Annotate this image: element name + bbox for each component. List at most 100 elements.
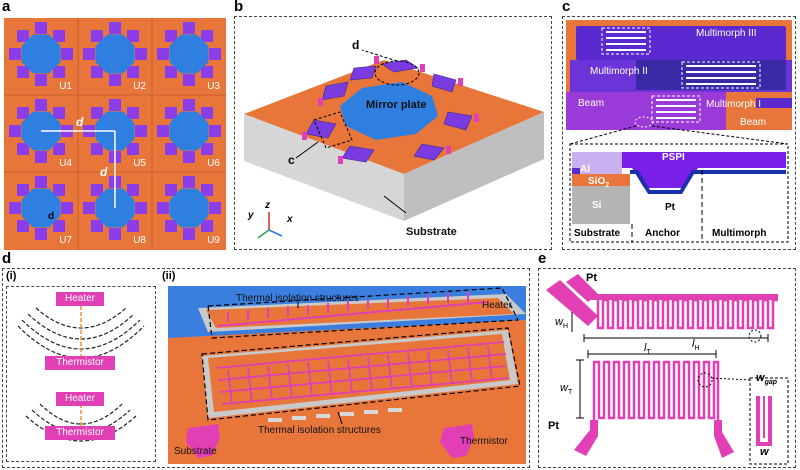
actuator-mark bbox=[109, 228, 121, 240]
actuator-mark bbox=[201, 143, 213, 155]
mirror-unit: U2 bbox=[83, 22, 147, 92]
beam-label-right: Beam bbox=[740, 117, 767, 128]
axis-x-label: x bbox=[287, 214, 293, 225]
actuator-mark bbox=[17, 220, 29, 232]
actuator-mark bbox=[91, 220, 103, 232]
panel-c-multimorph-image bbox=[566, 20, 792, 243]
actuator-mark bbox=[201, 30, 213, 42]
panel-d-ii-render bbox=[168, 286, 526, 464]
actuator-mark bbox=[201, 184, 213, 196]
mirror-unit: U3 bbox=[157, 22, 221, 92]
actuator-mark bbox=[61, 202, 73, 214]
actuator-mark bbox=[165, 107, 177, 119]
unit-label: U2 bbox=[133, 81, 146, 92]
actuator-mark bbox=[35, 22, 47, 34]
panel-e-frame bbox=[538, 268, 796, 468]
actuator-mark bbox=[53, 143, 65, 155]
actuator-mark bbox=[201, 107, 213, 119]
wT-base: w bbox=[560, 382, 568, 394]
pt-label-top: Pt bbox=[586, 272, 597, 284]
panel-label-a: a bbox=[2, 0, 11, 15]
substrate-label-ii: Substrate bbox=[174, 446, 217, 457]
heater-label-ii: Heater bbox=[482, 300, 513, 311]
multimorph-i-label: Multimorph I bbox=[706, 99, 762, 110]
unit-label: U3 bbox=[207, 81, 220, 92]
actuator-mark bbox=[91, 143, 103, 155]
mirror-plate-mark bbox=[169, 34, 209, 74]
thermistor-label-ii: Thermistor bbox=[460, 436, 508, 447]
actuator-mark bbox=[183, 228, 195, 240]
actuator-mark bbox=[17, 107, 29, 119]
unit-label: U9 bbox=[207, 235, 220, 246]
actuator-mark bbox=[91, 184, 103, 196]
cs-pt-label: Pt bbox=[665, 202, 675, 213]
heater-block-1: Heater bbox=[56, 292, 104, 306]
wgap-sub: gap bbox=[764, 379, 778, 387]
substrate-label-b: Substrate bbox=[406, 226, 457, 238]
actuator-mark bbox=[127, 143, 139, 155]
wgap-label: wgap bbox=[756, 372, 777, 386]
panel-label-b: b bbox=[234, 0, 244, 15]
mirror-plate-mark bbox=[95, 34, 135, 74]
actuator-mark bbox=[127, 30, 139, 42]
w-label: w bbox=[760, 446, 769, 458]
actuator-mark bbox=[35, 99, 47, 111]
actuator-mark bbox=[61, 48, 73, 60]
actuator-mark bbox=[17, 66, 29, 78]
unit-label: U5 bbox=[133, 158, 146, 169]
mirror-unit: U1 bbox=[9, 22, 73, 92]
corner-d-label: d bbox=[48, 211, 54, 222]
panel-label-c: c bbox=[562, 0, 571, 15]
actuator-mark bbox=[91, 66, 103, 78]
actuator-mark bbox=[35, 74, 47, 86]
actuator-mark bbox=[165, 66, 177, 78]
lH-sub: H bbox=[694, 345, 700, 353]
panel-e-dimension-diagram bbox=[546, 274, 789, 465]
wT-label: wT bbox=[560, 382, 572, 396]
actuator-mark bbox=[9, 48, 21, 60]
panel-d-i-frame bbox=[6, 286, 156, 462]
actuator-mark bbox=[165, 30, 177, 42]
actuator-mark bbox=[53, 66, 65, 78]
wT-sub: T bbox=[567, 389, 573, 397]
actuator-mark bbox=[53, 220, 65, 232]
actuator-mark bbox=[165, 184, 177, 196]
panel-b-device-3d bbox=[244, 49, 544, 239]
actuator-mark bbox=[135, 125, 147, 137]
mirror-unit: U7 bbox=[9, 176, 73, 246]
cs-al-label: Al bbox=[580, 164, 590, 175]
axis-z-label: z bbox=[265, 200, 270, 211]
actuator-mark bbox=[91, 30, 103, 42]
mirror-plate-mark bbox=[169, 188, 209, 228]
mirror-unit: U4 bbox=[9, 99, 73, 169]
actuator-mark bbox=[209, 48, 221, 60]
actuator-mark bbox=[127, 184, 139, 196]
mirror-plate-mark bbox=[21, 34, 61, 74]
actuator-mark bbox=[35, 151, 47, 163]
actuator-mark bbox=[35, 228, 47, 240]
actuator-mark bbox=[201, 220, 213, 232]
panel-label-e: e bbox=[538, 250, 547, 267]
wH-label: wH bbox=[555, 316, 568, 330]
tis-top-label: Thermal isolation structures bbox=[236, 293, 359, 304]
beam-label-left: Beam bbox=[578, 98, 605, 109]
unit-label: U1 bbox=[59, 81, 72, 92]
heater-block-2: Heater bbox=[56, 392, 104, 406]
actuator-mark bbox=[91, 107, 103, 119]
lT-sub: T bbox=[646, 349, 651, 357]
actuator-mark bbox=[135, 48, 147, 60]
wH-base: w bbox=[555, 316, 563, 328]
actuator-mark bbox=[135, 202, 147, 214]
actuator-mark bbox=[157, 125, 169, 137]
axis-y-label: y bbox=[248, 210, 254, 221]
pitch-label-v: d bbox=[100, 165, 108, 179]
lH-base: l bbox=[692, 338, 695, 350]
actuator-mark bbox=[209, 125, 221, 137]
actuator-mark bbox=[201, 66, 213, 78]
wgap-base: w bbox=[756, 372, 765, 384]
mirror-plate-label: Mirror plate bbox=[366, 99, 427, 111]
actuator-mark bbox=[183, 22, 195, 34]
cs-region-anchor: Anchor bbox=[645, 228, 680, 239]
actuator-mark bbox=[35, 176, 47, 188]
pitch-label-h: d bbox=[76, 115, 84, 129]
